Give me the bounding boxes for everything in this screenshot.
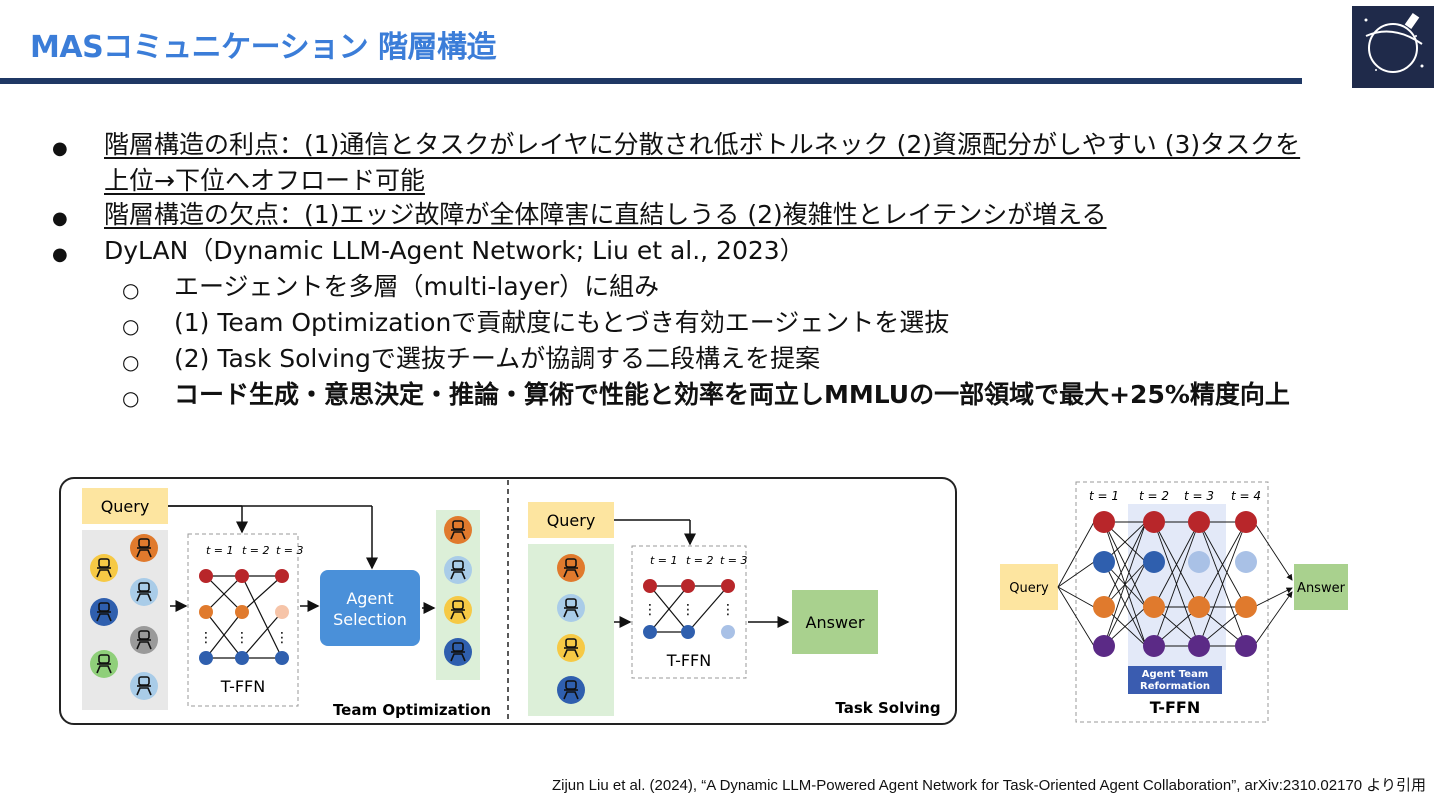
svg-text:Agent: Agent <box>346 589 393 608</box>
sub-bullet-circle: ○ <box>122 278 140 302</box>
tffn-label: T-FFN <box>220 677 265 696</box>
svg-text:t = 1: t = 1 <box>650 554 678 567</box>
svg-text:t = 1: t = 1 <box>206 544 234 557</box>
agent-selection-box <box>320 570 420 646</box>
citation: Zijun Liu et al. (2024), “A Dynamic LLM-… <box>551 777 1426 794</box>
bullet-3: DyLAN（Dynamic LLM-Agent Network; Liu et … <box>104 236 805 265</box>
svg-text:T-FFN: T-FFN <box>1150 698 1200 717</box>
bullet-2: 階層構造の欠点：(1)エッジ故障が全体障害に直結しうる (2)複雑性とレイテンシ… <box>104 200 1107 229</box>
svg-text:Query: Query <box>547 511 596 530</box>
bullet-dot: ● <box>52 138 68 159</box>
title-rule <box>0 78 1302 84</box>
sub-bullet-2: (1) Team Optimizationで貢献度にもとづき有効エージェントを選… <box>174 308 950 337</box>
answer-box <box>792 590 878 654</box>
sub-bullet-3: (2) Task Solvingで選抜チームが協調する二段構えを提案 <box>174 344 821 373</box>
sub-bullet-circle: ○ <box>122 314 140 338</box>
agent-team-reformation-box <box>1128 666 1222 694</box>
answer-box <box>1294 564 1348 610</box>
query-label: Query <box>101 497 150 516</box>
svg-text:⋮: ⋮ <box>721 602 735 618</box>
svg-text:⋮: ⋮ <box>275 630 289 646</box>
svg-text:⋮: ⋮ <box>199 630 213 646</box>
svg-text:t = 3: t = 3 <box>276 544 304 557</box>
team-optimization-label: Team Optimization <box>333 701 491 719</box>
bullet-dot: ● <box>52 244 68 265</box>
svg-text:t = 1: t = 1 <box>1089 489 1119 503</box>
bullet-1-continued: 上位→下位へオフロード可能 <box>104 166 425 195</box>
sub-bullet-4: コード生成・意思決定・推論・算術で性能と効率を両立しMMLUの一部領域で最大+2… <box>174 380 1290 409</box>
svg-text:⋮: ⋮ <box>235 630 249 646</box>
svg-text:⋮: ⋮ <box>643 602 657 618</box>
svg-text:⋮: ⋮ <box>681 602 695 618</box>
svg-text:T-FFN: T-FFN <box>666 651 711 670</box>
svg-text:t = 3: t = 3 <box>720 554 748 567</box>
dylan-pipeline-diagram: Query t = 1 t = 2 t = 3 ⋮ ⋮ ⋮ T-FFN Agen… <box>59 477 957 725</box>
svg-text:Agent Team: Agent Team <box>1142 669 1209 680</box>
sub-bullet-circle: ○ <box>122 350 140 374</box>
bullet-1: 階層構造の利点：(1)通信とタスクがレイヤに分散され低ボトルネック (2)資源配… <box>104 130 1301 159</box>
task-solving-label: Task Solving <box>835 699 940 717</box>
svg-text:t = 4: t = 4 <box>1231 489 1261 503</box>
svg-text:t = 2: t = 2 <box>686 554 714 567</box>
query-box <box>82 488 168 524</box>
page-title: MASコミュニケーション 階層構造 <box>30 30 497 65</box>
svg-text:Reformation: Reformation <box>1140 681 1210 692</box>
challenge-logo <box>1352 6 1434 88</box>
bullet-dot: ● <box>52 208 68 229</box>
sub-bullet-1: エージェントを多層（multi-layer）に組み <box>174 272 660 301</box>
svg-text:t = 2: t = 2 <box>1139 489 1169 503</box>
query-box <box>1000 564 1058 610</box>
sub-bullet-circle: ○ <box>122 386 140 410</box>
svg-text:Selection: Selection <box>333 610 407 629</box>
svg-text:Query: Query <box>1009 581 1049 596</box>
tffn-reformation-diagram: t = 1 t = 2 t = 3 t = 4 Query Answer Age… <box>1000 481 1348 723</box>
svg-text:t = 2: t = 2 <box>242 544 270 557</box>
svg-text:t = 3: t = 3 <box>1184 489 1214 503</box>
svg-text:Answer: Answer <box>1297 581 1346 596</box>
svg-text:Answer: Answer <box>806 613 865 632</box>
